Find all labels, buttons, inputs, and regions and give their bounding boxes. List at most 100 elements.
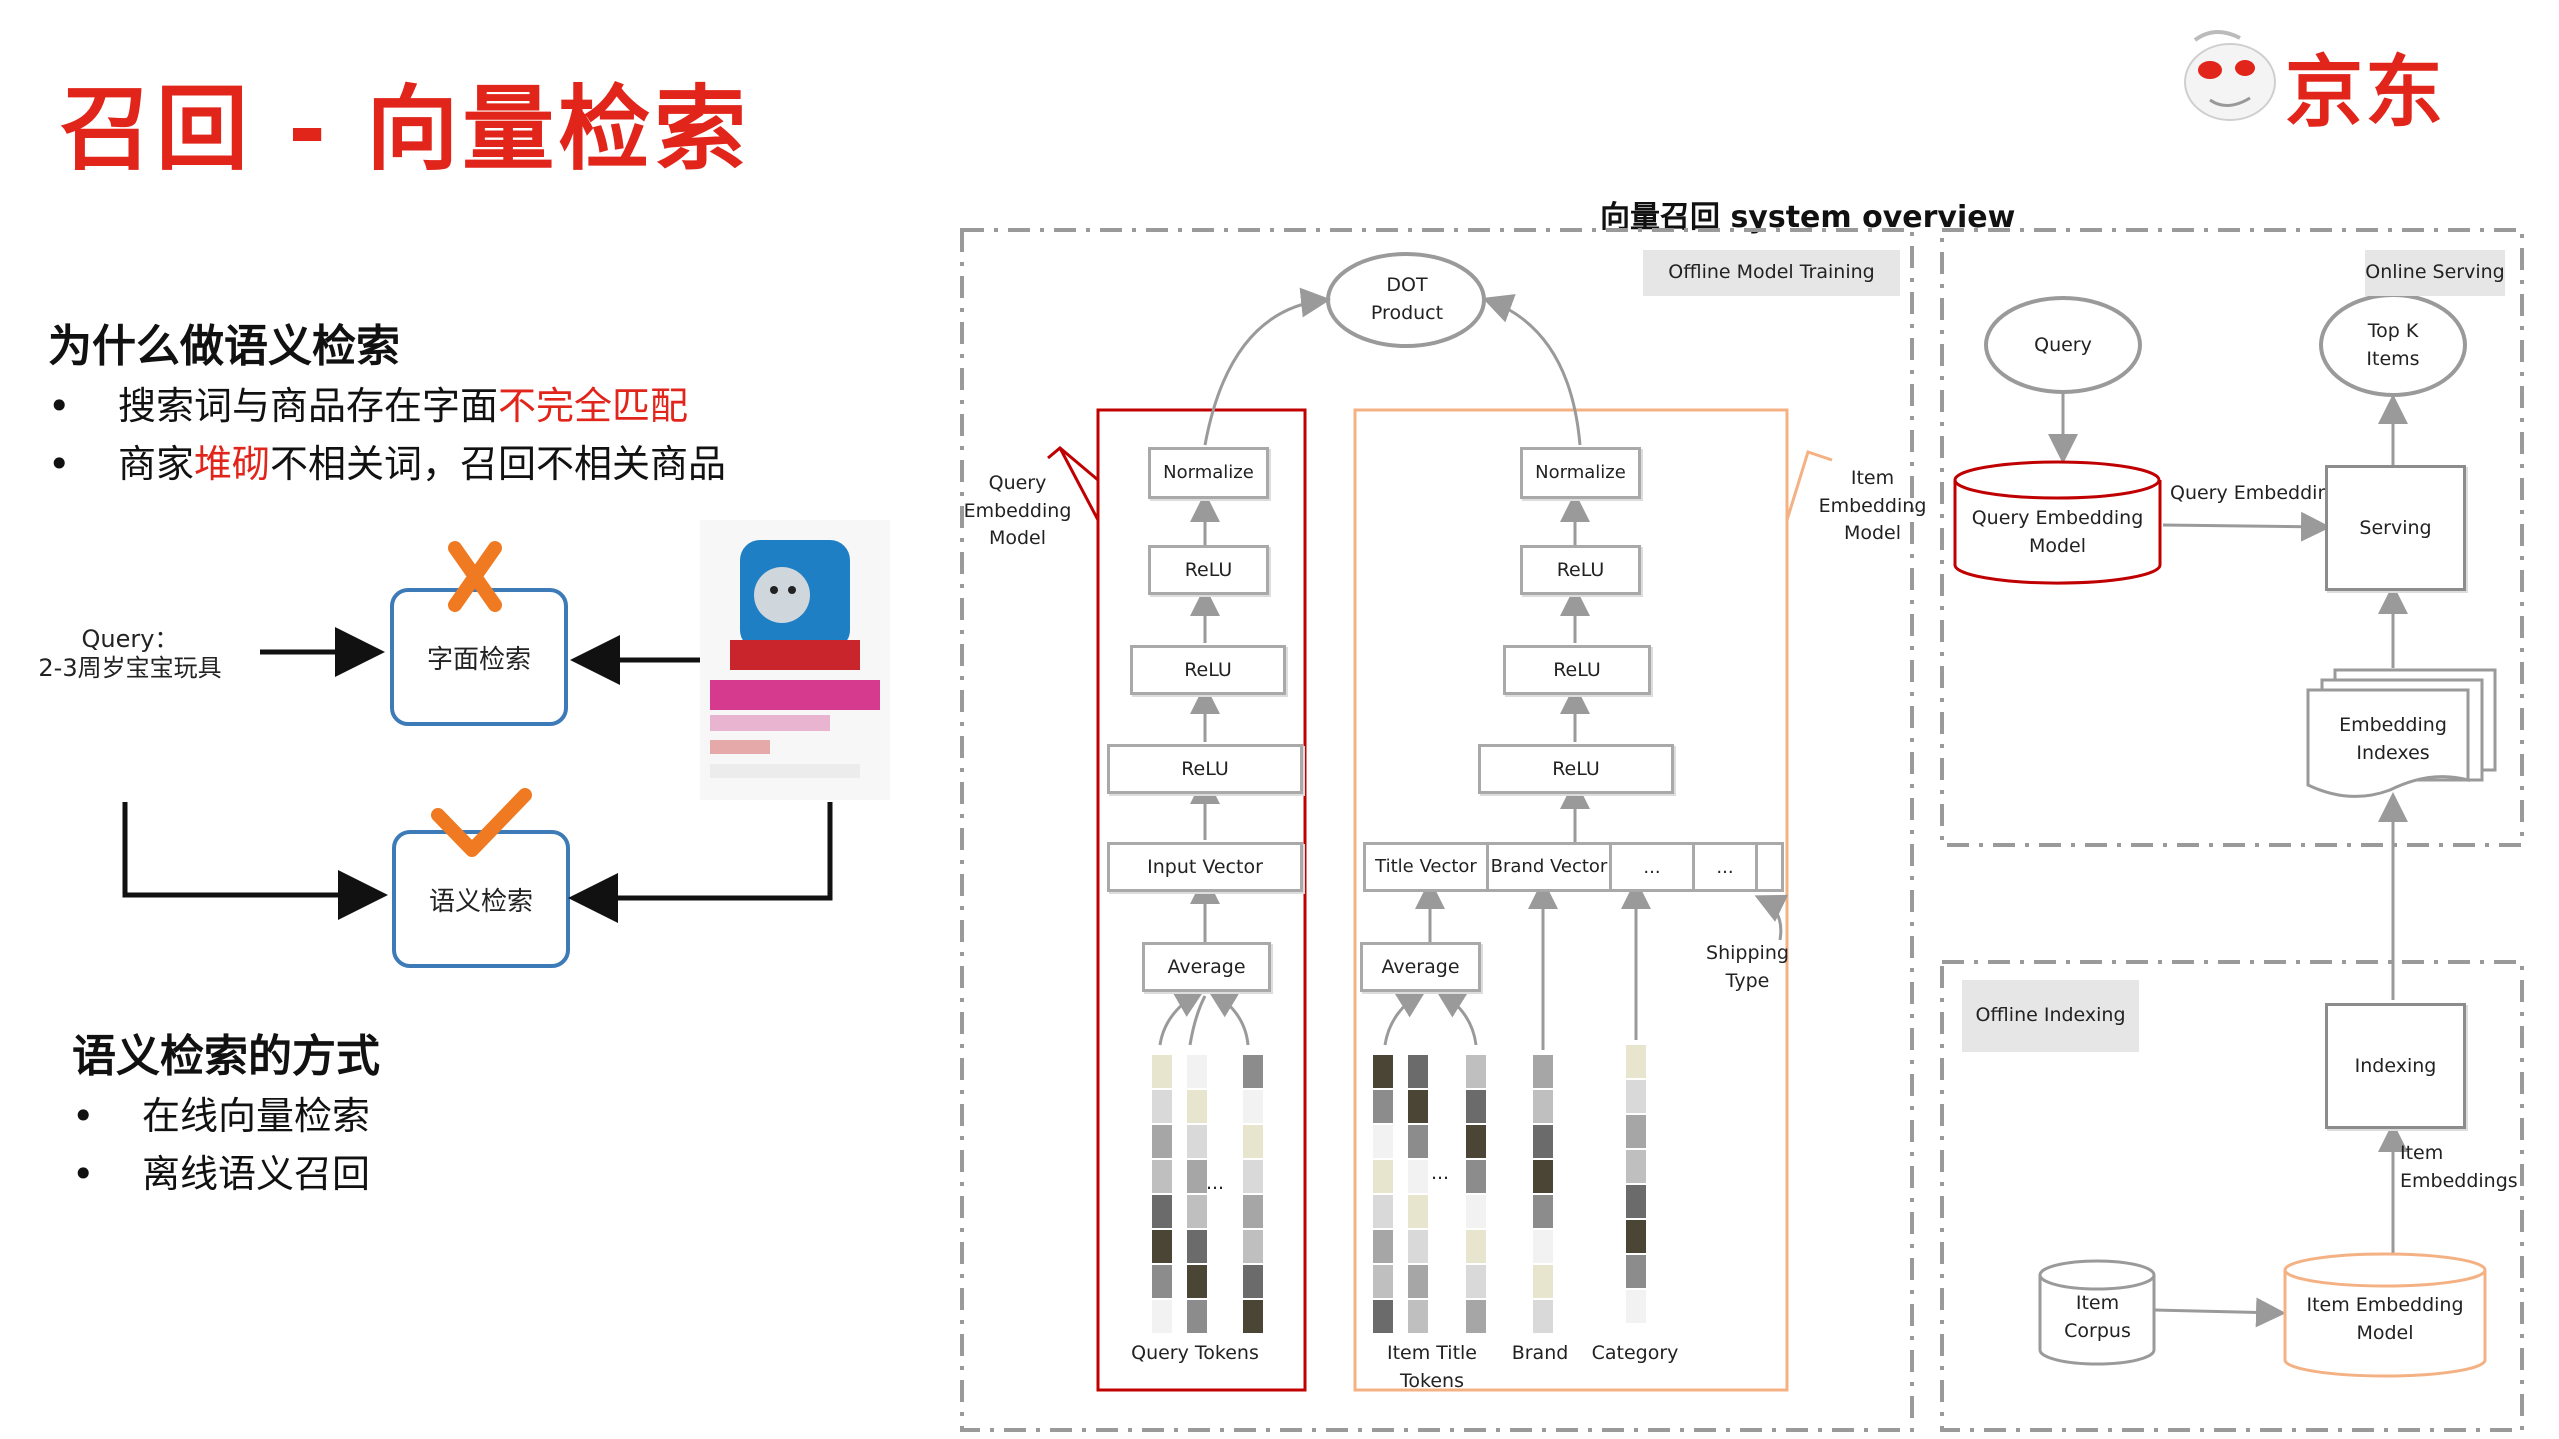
token-block: [1533, 1300, 1553, 1333]
token-block: [1533, 1195, 1553, 1228]
query-relu-3: ReLU: [1107, 744, 1303, 794]
token-block: [1626, 1150, 1646, 1183]
left-diagram-arrows: [122, 541, 833, 923]
query-label: Query： 2-3周岁宝宝玩具: [30, 625, 230, 683]
serving-box: Serving: [2325, 465, 2466, 591]
token-block: [1187, 1265, 1207, 1298]
query-input-vector: Input Vector: [1107, 842, 1303, 892]
token-block: [1408, 1055, 1428, 1088]
section1-bullet-1: •搜索词与商品存在字面不完全匹配: [48, 375, 688, 430]
token-block: [1187, 1055, 1207, 1088]
query-average: Average: [1142, 942, 1271, 992]
token-block: [1373, 1300, 1393, 1333]
token-block: [1187, 1230, 1207, 1263]
indexing-box: Indexing: [2325, 1003, 2466, 1129]
token-block: [1466, 1160, 1486, 1193]
bullet-highlight: 不完全匹配: [498, 384, 689, 428]
bullet-text: 搜索词与商品存在字面: [118, 384, 499, 428]
brand-label: Brand: [1511, 1342, 1569, 1364]
token-block: [1243, 1230, 1263, 1263]
offline-model-training-label: Offline Model Training: [1643, 250, 1900, 296]
query-embedding-model-side-label: Query Embedding Model: [963, 472, 1072, 550]
bullet-text: 离线语义召回: [142, 1152, 371, 1196]
bullet-text: 在线向量检索: [142, 1094, 371, 1138]
token-block: [1152, 1090, 1172, 1123]
embedding-indexes-label: Embedding Indexes: [2339, 714, 2447, 764]
vector-empty-cell: [1758, 845, 1781, 889]
token-block: [1243, 1055, 1263, 1088]
token-block: [1626, 1115, 1646, 1148]
token-block: [1373, 1195, 1393, 1228]
check-icon: [431, 788, 532, 857]
title-vector-cell: Title Vector: [1366, 845, 1489, 889]
token-block: [1152, 1055, 1172, 1088]
bullet-dot: •: [48, 442, 71, 486]
section2-bullet-2: •离线语义召回: [72, 1143, 370, 1198]
item-embedding-model-side-label: Item Embedding Model: [1818, 467, 1927, 545]
token-block: [1152, 1195, 1172, 1228]
item-relu-3: ReLU: [1478, 744, 1674, 794]
query-tokens-label: Query Tokens: [1131, 1342, 1259, 1364]
token-block: [1152, 1160, 1172, 1193]
token-block: [1408, 1230, 1428, 1263]
token-block: [1243, 1090, 1263, 1123]
item-normalize-layer: Normalize: [1520, 447, 1641, 499]
token-block: [1408, 1300, 1428, 1333]
token-block: [1626, 1255, 1646, 1288]
toy-product-image: [700, 520, 890, 800]
token-block: [1152, 1125, 1172, 1158]
token-block: [1626, 1220, 1646, 1253]
dot-product-label: DOT Product: [1370, 274, 1444, 324]
query-relu-2: ReLU: [1130, 645, 1286, 695]
shipping-type-label: Shipping Type: [1706, 942, 1789, 992]
token-block: [1408, 1125, 1428, 1158]
bullet-text-after: 不相关词，召回不相关商品: [270, 442, 727, 486]
token-block: [1408, 1160, 1428, 1193]
section1-title: 为什么做语义检索: [48, 321, 400, 372]
vector-dots-1: ...: [1612, 845, 1695, 889]
brand-vector-cell: Brand Vector: [1489, 845, 1612, 889]
token-block: [1533, 1090, 1553, 1123]
item-input-vector: Title Vector Brand Vector ... ...: [1363, 842, 1784, 892]
token-block: [1373, 1160, 1393, 1193]
token-block: [1466, 1090, 1486, 1123]
token-block: [1187, 1125, 1207, 1158]
offline-indexing-label: Offline Indexing: [1962, 980, 2139, 1052]
item-embeddings-label: Item Embeddings: [2400, 1142, 2518, 1192]
token-block: [1533, 1125, 1553, 1158]
token-block: [1466, 1195, 1486, 1228]
jd-logo: [2155, 20, 2495, 130]
token-block: [1373, 1230, 1393, 1263]
item-corpus-label: Item Corpus: [2064, 1292, 2131, 1342]
section1-bullet-2: •商家堆砌不相关词，召回不相关商品: [48, 433, 726, 488]
token-block: [1533, 1055, 1553, 1088]
token-block: [1243, 1160, 1263, 1193]
page-title: 召回 - 向量检索: [60, 76, 751, 183]
token-block: [1187, 1160, 1207, 1193]
token-block: [1408, 1265, 1428, 1298]
token-block: [1187, 1300, 1207, 1333]
online-query-label: Query: [2034, 334, 2092, 356]
token-block: [1243, 1125, 1263, 1158]
token-block: [1466, 1055, 1486, 1088]
token-block: [1152, 1265, 1172, 1298]
semantic-search-label: 语义检索: [428, 886, 533, 917]
token-block: [1243, 1300, 1263, 1333]
token-block: [1152, 1230, 1172, 1263]
item-embedding-model-label: Item Embedding Model: [2306, 1294, 2464, 1344]
token-block: [1466, 1230, 1486, 1263]
token-block: [1533, 1230, 1553, 1263]
jd-dog-icon: [2184, 30, 2276, 121]
token-block: [1533, 1160, 1553, 1193]
bullet-highlight: 堆砌: [194, 442, 271, 486]
item-ellipsis: ...: [1430, 1162, 1450, 1184]
token-block: [1626, 1185, 1646, 1218]
token-block: [1373, 1125, 1393, 1158]
token-block: [1373, 1265, 1393, 1298]
query-normalize-layer: Normalize: [1148, 447, 1269, 499]
section2-bullet-1: •在线向量检索: [72, 1085, 370, 1140]
jd-logo-text: 京东: [2285, 48, 2446, 138]
token-block: [1187, 1090, 1207, 1123]
token-block: [1408, 1195, 1428, 1228]
